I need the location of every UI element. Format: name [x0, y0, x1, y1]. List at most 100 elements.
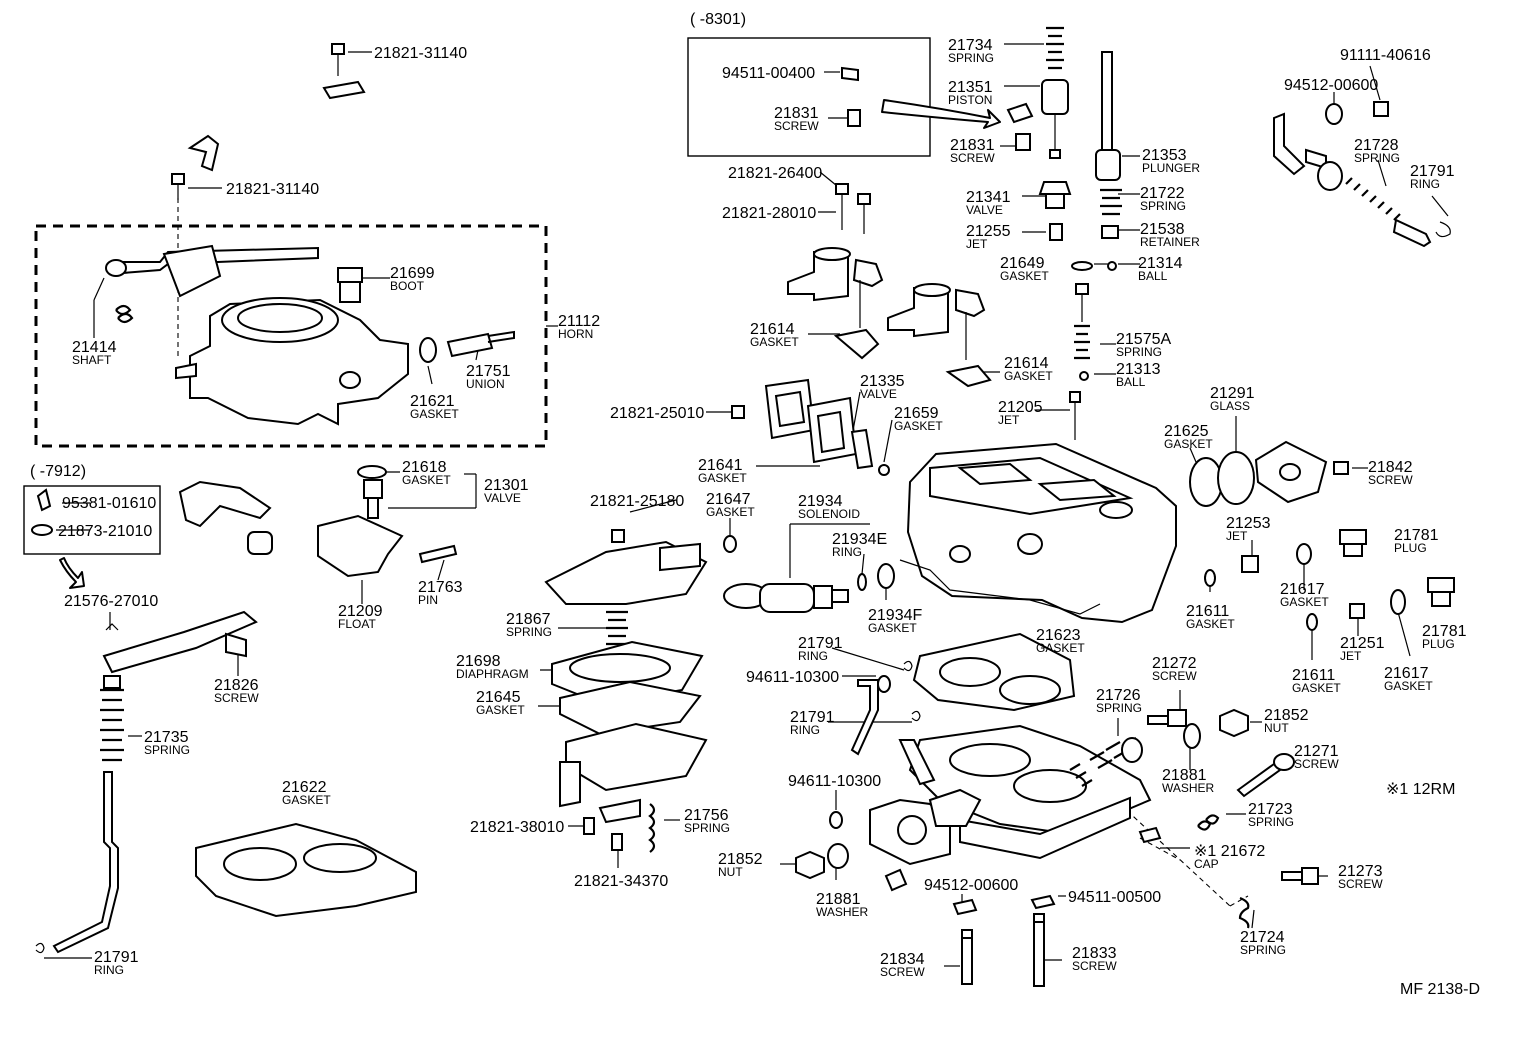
- label-21271-number: 21271: [1294, 743, 1339, 760]
- label-21209-number: 21209: [338, 603, 383, 620]
- gasket-21645-icon: [559, 680, 702, 736]
- pin-21763-icon: [418, 544, 458, 564]
- spring-seat-icon: [103, 675, 121, 689]
- label-21842-name: SCREW: [1368, 473, 1413, 487]
- label-21611-a-name: GASKET: [1186, 617, 1235, 631]
- label-21781-b-name: PLUG: [1422, 637, 1455, 651]
- throttle-lever-icon: [102, 480, 273, 674]
- spring-21723-icon: [1197, 814, 1220, 831]
- label-21617-a-name: GASKET: [1280, 595, 1329, 609]
- label-21791-a-number: 21791: [94, 949, 139, 966]
- diaphragm-housing-icon: [565, 722, 708, 792]
- arrow-8301-icon: [881, 99, 1001, 129]
- spring-21867-icon: [606, 610, 628, 646]
- piston-21351-icon: [1041, 79, 1069, 159]
- solenoid-21934-icon: [723, 583, 849, 613]
- spring-21728-icon: [1345, 177, 1401, 221]
- ring-21791-d-icon: [1435, 221, 1451, 238]
- spring-21726-icon: [1069, 737, 1137, 787]
- label-21614-a-number: 21614: [750, 321, 795, 338]
- label-21617-a-number: 21617: [1280, 581, 1325, 598]
- label-21821-28010-number: 21821-28010: [722, 205, 816, 222]
- label-12RM-number: ※1 12RM: [1386, 781, 1455, 798]
- label-21821-31140-b-number: 21821-31140: [226, 181, 319, 198]
- label-21575A-number: 21575A: [1116, 331, 1171, 348]
- label-21611-a-number: 21611: [1186, 603, 1229, 620]
- screw-21273-icon: [1281, 867, 1319, 885]
- label-94512-00600-b-number: 94512-00600: [1284, 77, 1378, 94]
- ring-21791-b-icon: [903, 660, 913, 672]
- label-21791-b-name: RING: [798, 649, 828, 663]
- ring-21791-a-icon: [35, 942, 45, 954]
- label-94511-00500-number: 94511-00500: [1068, 889, 1161, 906]
- label-21538-name: RETAINER: [1140, 235, 1200, 249]
- label-21647-name: GASKET: [706, 505, 755, 519]
- label-21273-name: SCREW: [1338, 877, 1383, 891]
- screw-21821-38010-icon: [583, 817, 595, 835]
- clip-icon: [1006, 102, 1034, 124]
- label-21617-b-number: 21617: [1384, 665, 1429, 682]
- label-21881-b-name: WASHER: [816, 905, 869, 919]
- label-21831-a-name: SCREW: [774, 119, 819, 133]
- label-21641-name: GASKET: [698, 471, 747, 485]
- label-21873-21010-number: 21873-21010: [58, 523, 152, 540]
- screw-21821-31140-icon: [322, 43, 366, 100]
- rod-end-icon: [1392, 218, 1432, 248]
- gasket-21934F-icon: [877, 563, 895, 589]
- label-21821-31140-a-number: 21821-31140: [374, 45, 467, 62]
- label-21699-name: BOOT: [390, 279, 425, 293]
- label-21724-name: SPRING: [1240, 943, 1286, 957]
- label-21791-d-name: RING: [1410, 177, 1440, 191]
- gasket-21611-a-icon: [1204, 569, 1216, 587]
- label-21791-d-number: 21791: [1410, 163, 1455, 180]
- label-21618-name: GASKET: [402, 473, 451, 487]
- label-21353-number: 21353: [1142, 147, 1187, 164]
- throttle-linkage-icon: [869, 739, 982, 892]
- label-21698-number: 21698: [456, 653, 501, 670]
- label-21272-number: 21272: [1152, 655, 1197, 672]
- label-21112-number: 21112: [558, 313, 600, 330]
- label-21611-b-name: GASKET: [1292, 681, 1341, 695]
- spring-21724-icon: [1238, 896, 1250, 929]
- label-21614-b-number: 21614: [1004, 355, 1049, 372]
- label-91111-40616-number: 91111-40616: [1340, 47, 1431, 64]
- label-21751-name: UNION: [466, 377, 505, 391]
- label-21313-name: BALL: [1116, 375, 1146, 389]
- link-rod-icon: [850, 679, 879, 756]
- label-21934E-name: RING: [832, 545, 862, 559]
- label-94611-10300-b-number: 94611-10300: [788, 773, 881, 790]
- label-21867-number: 21867: [506, 611, 551, 628]
- label-21614-b-name: GASKET: [1004, 369, 1053, 383]
- label-21934F-number: 21934F: [868, 607, 922, 624]
- label-21251-number: 21251: [1340, 635, 1385, 652]
- cap-21672-icon: [1138, 826, 1162, 844]
- label-21821-38010-number: 21821-38010: [470, 819, 564, 836]
- nut-21852-a-icon: [1219, 708, 1249, 738]
- label-21614-a-name: GASKET: [750, 335, 799, 349]
- label-21621-number: 21621: [410, 393, 455, 410]
- label-21726-number: 21726: [1096, 687, 1141, 704]
- gasket-21617-b-icon: [1390, 589, 1406, 615]
- label-21255-number: 21255: [966, 223, 1011, 240]
- label-21621-name: GASKET: [410, 407, 459, 421]
- label-21756-number: 21756: [684, 807, 729, 824]
- label-21831-b-name: SCREW: [950, 151, 995, 165]
- label-21205-name: JET: [998, 413, 1020, 427]
- label-21301-name: VALVE: [484, 491, 521, 505]
- spring-21734-icon: [1046, 26, 1064, 70]
- label-21611-b-number: 21611: [1292, 667, 1335, 684]
- label-21273-number: 21273: [1338, 863, 1383, 880]
- label-21209-name: FLOAT: [338, 617, 376, 631]
- pump-lever-a-icon: [787, 247, 884, 328]
- screw-21821-25180-icon: [611, 529, 625, 543]
- label-figure-code-number: MF 2138-D: [1400, 981, 1480, 998]
- leader-lines: [44, 43, 1449, 967]
- label-21291-number: 21291: [1210, 385, 1255, 402]
- retainer-21538-icon: [1101, 225, 1119, 239]
- label-21834-name: SCREW: [880, 965, 925, 979]
- label-21834-number: 21834: [880, 951, 925, 968]
- label-21698-name: DIAPHRAGM: [456, 667, 529, 681]
- label-21301-number: 21301: [484, 477, 529, 494]
- arrow-7912-icon: [59, 557, 85, 589]
- label-21647-number: 21647: [706, 491, 751, 508]
